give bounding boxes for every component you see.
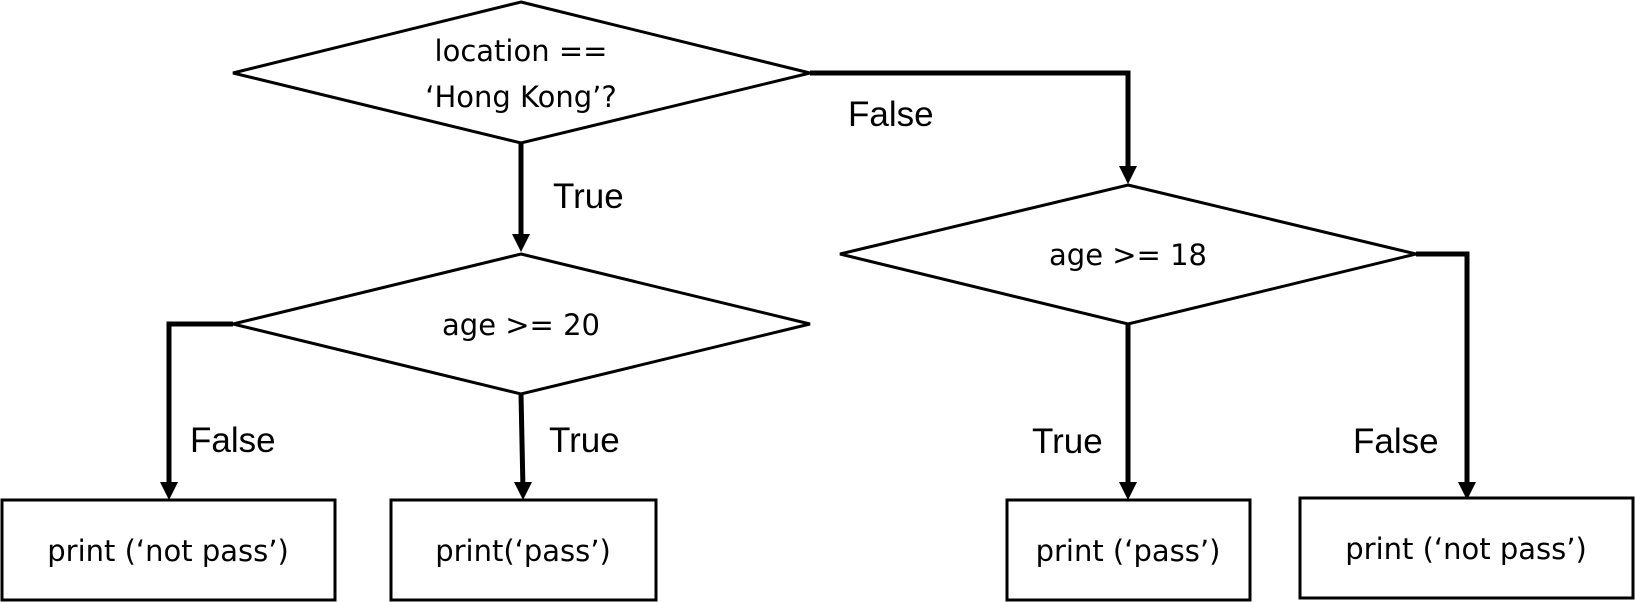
edge-label-age18-false: False [1353,422,1439,461]
edge-label-location-true: True [553,177,624,216]
decision-age-20-shape [232,252,811,396]
decision-age-18-label: age >= 18 [1049,238,1207,272]
decision-location: location == ‘Hong Kong’? [232,0,811,145]
output-hk-pass: print(‘pass’) [389,498,658,602]
decision-location-line-2: ‘Hong Kong’? [425,80,617,114]
output-other-pass-label: print (‘pass’) [1036,534,1221,568]
edge-label-age18-true: True [1032,422,1103,461]
output-hk-pass-box [389,498,658,602]
output-other-not-pass-box [1298,496,1635,600]
output-other-not-pass-label: print (‘not pass’) [1345,532,1587,566]
decision-age-20-label: age >= 20 [442,308,600,342]
decision-location-line-1: location == [435,34,608,68]
output-hk-not-pass-box [0,498,337,602]
output-hk-not-pass-label: print (‘not pass’) [47,534,289,568]
arrowhead-age20-true [514,482,532,500]
output-other-not-pass: print (‘not pass’) [1298,496,1635,600]
connector-age20-true [518,393,526,491]
decision-age-20: age >= 20 [232,252,811,396]
output-hk-not-pass: print (‘not pass’) [0,498,337,602]
arrowhead-age18-true [1119,482,1137,500]
decision-location-shape [232,0,811,145]
arrowhead-location-false [1119,166,1137,184]
connector-location-false [810,70,1131,174]
connector-age20-false [166,321,233,490]
arrowhead-age18-false [1458,482,1476,500]
edge-label-age20-false: False [190,421,276,460]
decision-age-18: age >= 18 [839,183,1417,326]
connector-age18-false [1416,251,1470,490]
edge-label-age20-true: True [549,421,620,460]
arrowhead-age20-false [160,482,178,500]
decision-age-18-shape [839,183,1417,326]
edge-label-location-false: False [848,95,934,134]
output-other-pass: print (‘pass’) [1005,498,1252,602]
output-hk-pass-label: print(‘pass’) [435,534,611,568]
arrowhead-location-true [512,234,530,252]
output-other-pass-box [1005,498,1252,602]
